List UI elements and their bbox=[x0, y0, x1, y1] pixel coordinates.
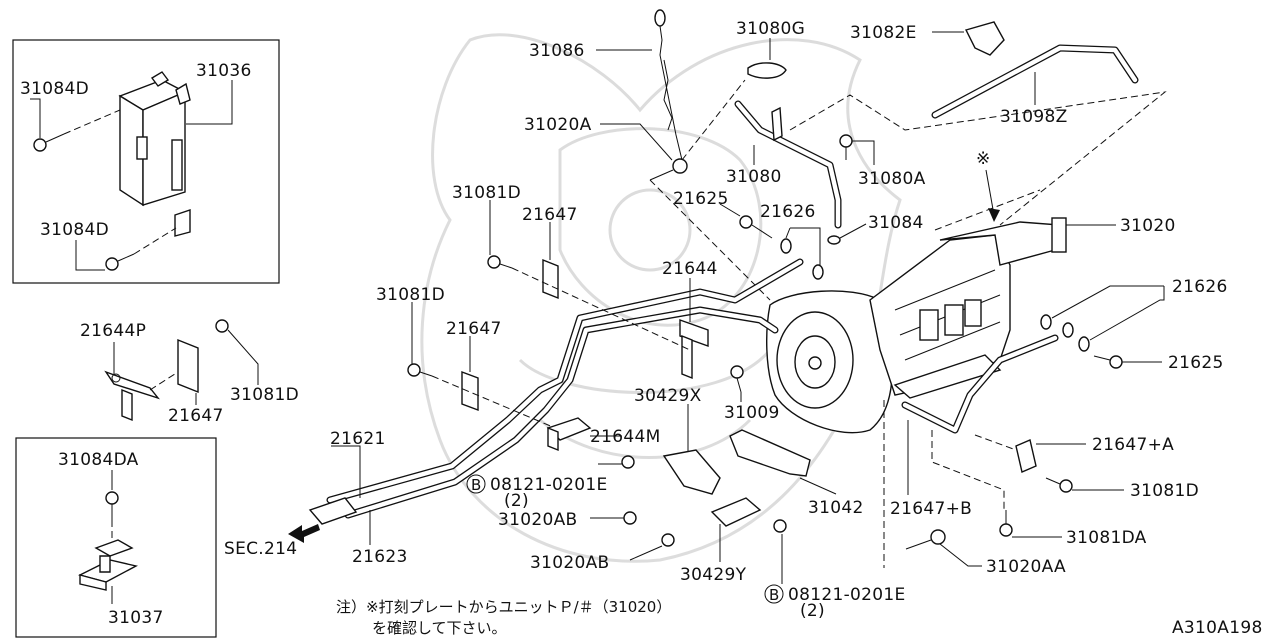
label-31084: 31084 bbox=[868, 213, 924, 233]
note-line-1: 注）※打刻プレートからユニットＰ/＃（31020） bbox=[336, 598, 671, 616]
bolt-31080A bbox=[839, 134, 853, 160]
label-31020AA: 31020AA bbox=[986, 557, 1066, 577]
clip-21647-a bbox=[542, 258, 559, 300]
label-31084D-top: 31084D bbox=[20, 79, 89, 99]
label-31081D-b: 31081D bbox=[376, 285, 445, 305]
label-21626-right: 21626 bbox=[1172, 277, 1228, 297]
label-31020AB-a: 31020AB bbox=[498, 510, 577, 530]
bolt-21625-right bbox=[1093, 355, 1123, 369]
bolt-31020AB-b bbox=[661, 533, 675, 547]
ref-mark: ※ bbox=[976, 149, 991, 169]
label-31084DA: 31084DA bbox=[58, 450, 139, 470]
sensor-31037 bbox=[78, 491, 138, 591]
plate-31042 bbox=[729, 429, 811, 477]
b-mark-2: B bbox=[769, 586, 779, 604]
bolt-31020AB-a bbox=[623, 511, 637, 525]
label-21625-right: 21625 bbox=[1168, 353, 1224, 373]
label-21647B: 21647+B bbox=[890, 499, 972, 519]
bolt-08121-a bbox=[621, 455, 635, 469]
clip-21647A bbox=[1015, 439, 1037, 473]
control-unit-31036 bbox=[118, 71, 191, 237]
label-31080: 31080 bbox=[726, 167, 782, 187]
bracket-21644P bbox=[104, 319, 229, 422]
bracket-21644 bbox=[679, 319, 709, 380]
label-31081D-inset: 31081D bbox=[230, 385, 299, 405]
label-21647-b: 21647 bbox=[446, 319, 502, 339]
label-30429Y: 30429Y bbox=[680, 565, 747, 585]
washers-21626-right bbox=[1040, 314, 1090, 352]
hose-31098Z bbox=[931, 44, 1139, 119]
label-31082E: 31082E bbox=[850, 23, 917, 43]
b-mark-icon-1 bbox=[466, 474, 486, 494]
label-21621: 21621 bbox=[330, 429, 386, 449]
bolt-21625-top bbox=[739, 215, 773, 239]
label-08121-b-qty: (2) bbox=[800, 601, 825, 621]
label-08121-a-qty: (2) bbox=[504, 491, 529, 511]
label-31086: 31086 bbox=[529, 41, 585, 61]
label-21626-top: 21626 bbox=[760, 202, 816, 222]
washers-21626-top bbox=[780, 238, 824, 280]
bolt-31084D-bottom bbox=[105, 227, 177, 271]
label-21647A: 21647+A bbox=[1092, 435, 1174, 455]
label-31009: 31009 bbox=[724, 403, 780, 423]
label-21647-a: 21647 bbox=[522, 205, 578, 225]
b-mark-1: B bbox=[471, 476, 481, 494]
label-31081D-a: 31081D bbox=[452, 183, 521, 203]
clamp-31080G bbox=[747, 62, 787, 79]
bolt-31081D-b bbox=[407, 363, 433, 377]
label-31020AB-b: 31020AB bbox=[530, 553, 609, 573]
label-31020A: 31020A bbox=[524, 115, 592, 135]
bracket-30429Y bbox=[710, 497, 762, 527]
pipe-end-bracket bbox=[308, 497, 358, 525]
transmission-31020 bbox=[766, 217, 1067, 434]
grommet-31082E bbox=[964, 21, 1005, 56]
label-21623: 21623 bbox=[352, 547, 408, 567]
clip-21647-b bbox=[461, 370, 479, 412]
filler-tube-31080 bbox=[734, 100, 842, 229]
label-08121-b: 08121-0201E bbox=[788, 585, 906, 605]
label-31020: 31020 bbox=[1120, 216, 1176, 236]
bolt-31084D-top bbox=[33, 109, 121, 152]
label-21647-inset: 21647 bbox=[168, 406, 224, 426]
label-31081D-right: 31081D bbox=[1130, 481, 1199, 501]
bolt-31020A bbox=[649, 158, 688, 181]
bolt-08121-b bbox=[773, 519, 787, 533]
diagram-code: A310A198 bbox=[1172, 618, 1263, 638]
bolt-31081D-right bbox=[1045, 477, 1073, 493]
bracket-21644M bbox=[546, 417, 592, 452]
b-mark-icon-2 bbox=[764, 584, 784, 604]
label-21644P: 21644P bbox=[80, 321, 146, 341]
label-31080A: 31080A bbox=[858, 169, 926, 189]
cooler-pipe-21623 bbox=[344, 306, 779, 519]
label-31037: 31037 bbox=[108, 608, 164, 628]
bolt-31081D-a bbox=[487, 255, 513, 269]
label-sec214: SEC.214 bbox=[224, 539, 297, 559]
inset-box-ecu bbox=[12, 39, 280, 284]
label-31036: 31036 bbox=[196, 61, 252, 81]
label-21644M: 21644M bbox=[590, 427, 661, 447]
inset-box-sensor bbox=[15, 437, 217, 638]
bolt-31020AA bbox=[905, 529, 946, 550]
label-31080G: 31080G bbox=[736, 19, 805, 39]
label-31081DA: 31081DA bbox=[1066, 528, 1147, 548]
bolt-31009 bbox=[730, 365, 744, 393]
bolt-31081DA bbox=[999, 510, 1013, 537]
ref-arrow-icon bbox=[988, 208, 1000, 222]
label-31084D-bottom: 31084D bbox=[40, 220, 109, 240]
note-line-2: を確認して下さい。 bbox=[372, 619, 507, 637]
label-21625-top: 21625 bbox=[673, 189, 729, 209]
label-31098Z: 31098Z bbox=[1000, 107, 1068, 127]
label-30429X: 30429X bbox=[634, 386, 702, 406]
label-08121-a: 08121-0201E bbox=[490, 475, 608, 495]
dipstick-31086 bbox=[654, 9, 683, 161]
label-31042: 31042 bbox=[808, 498, 864, 518]
cooler-pipe-21621 bbox=[326, 258, 804, 504]
cooler-pipe-right bbox=[901, 334, 1059, 434]
arrow-sec214-icon bbox=[288, 524, 320, 543]
bracket-30429X bbox=[662, 449, 721, 495]
label-21644: 21644 bbox=[662, 259, 718, 279]
washer-31084 bbox=[827, 235, 841, 245]
